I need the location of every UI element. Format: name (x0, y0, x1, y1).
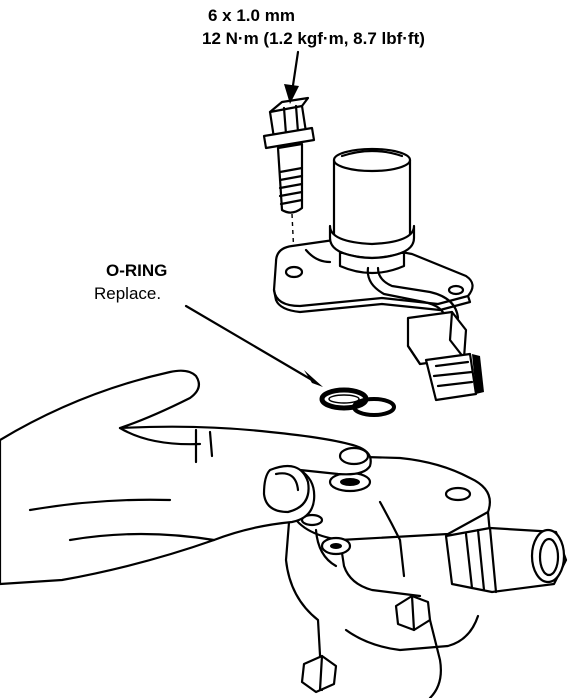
solenoid-valve (272, 147, 484, 402)
flange-bolt-hole (284, 265, 304, 279)
o-ring (319, 387, 396, 417)
flange-bolt (262, 96, 316, 257)
bolt-size-label: 6 x 1.0 mm (208, 6, 295, 25)
flange-bolt-hole (447, 284, 465, 296)
bolt-torque-label: 12 N·m (1.2 kgf·m, 8.7 lbf·ft) (202, 29, 425, 48)
housing-bolt-hole (444, 486, 472, 502)
housing-bolt-hole (300, 513, 324, 527)
water-outlet-housing (284, 454, 568, 698)
bolt-leader-arrow (284, 50, 300, 104)
thumb-nail (338, 446, 370, 466)
housing-port-hole (340, 478, 360, 486)
technician-hand (0, 369, 372, 586)
oring-leader-arrow (184, 304, 323, 387)
oring-note-label: Replace. (94, 284, 161, 303)
oring-title-label: O-RING (106, 261, 167, 280)
